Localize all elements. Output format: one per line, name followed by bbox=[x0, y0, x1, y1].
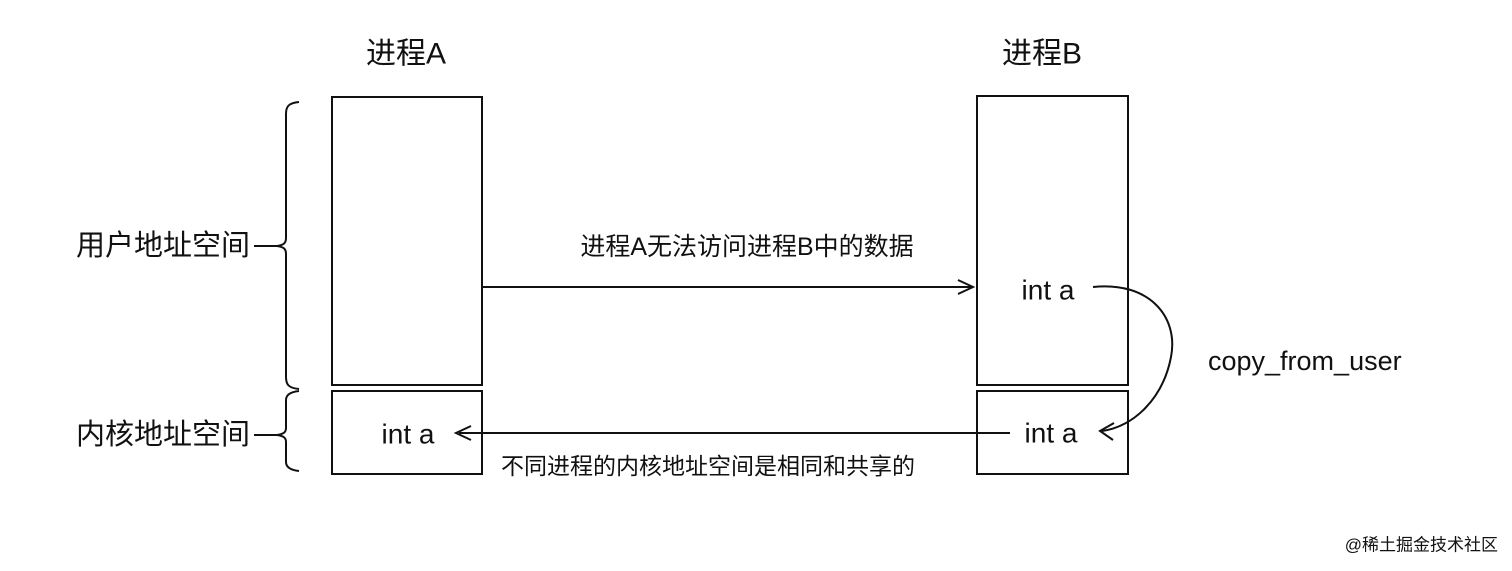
top-arrow-label: 进程A无法访问进程B中的数据 bbox=[580, 233, 913, 261]
kernel-space-label: 内核地址空间 bbox=[76, 418, 250, 451]
int-a-process-b-kernel: int a bbox=[1025, 418, 1078, 449]
kernel-space-brace bbox=[276, 390, 300, 472]
int-a-process-b-user: int a bbox=[1022, 275, 1075, 306]
int-a-process-a-kernel: int a bbox=[382, 419, 435, 450]
bottom-arrow-label: 不同进程的内核地址空间是相同和共享的 bbox=[501, 453, 915, 479]
process-b-user-space-rect bbox=[976, 95, 1129, 386]
process-a-title: 进程A bbox=[366, 38, 446, 71]
bottom-arrow-head bbox=[453, 425, 472, 441]
copy-from-user-arc bbox=[1092, 285, 1174, 432]
user-space-brace bbox=[276, 101, 300, 390]
copy-from-user-label: copy_from_user bbox=[1208, 346, 1402, 376]
process-b-title: 进程B bbox=[1002, 38, 1082, 71]
user-space-label: 用户地址空间 bbox=[76, 229, 250, 262]
watermark-text: @稀土掘金技术社区 bbox=[1345, 536, 1498, 555]
top-arrow-head bbox=[957, 279, 976, 295]
process-a-user-space-rect bbox=[331, 96, 483, 386]
copy-from-user-arrow-head bbox=[1098, 422, 1115, 441]
